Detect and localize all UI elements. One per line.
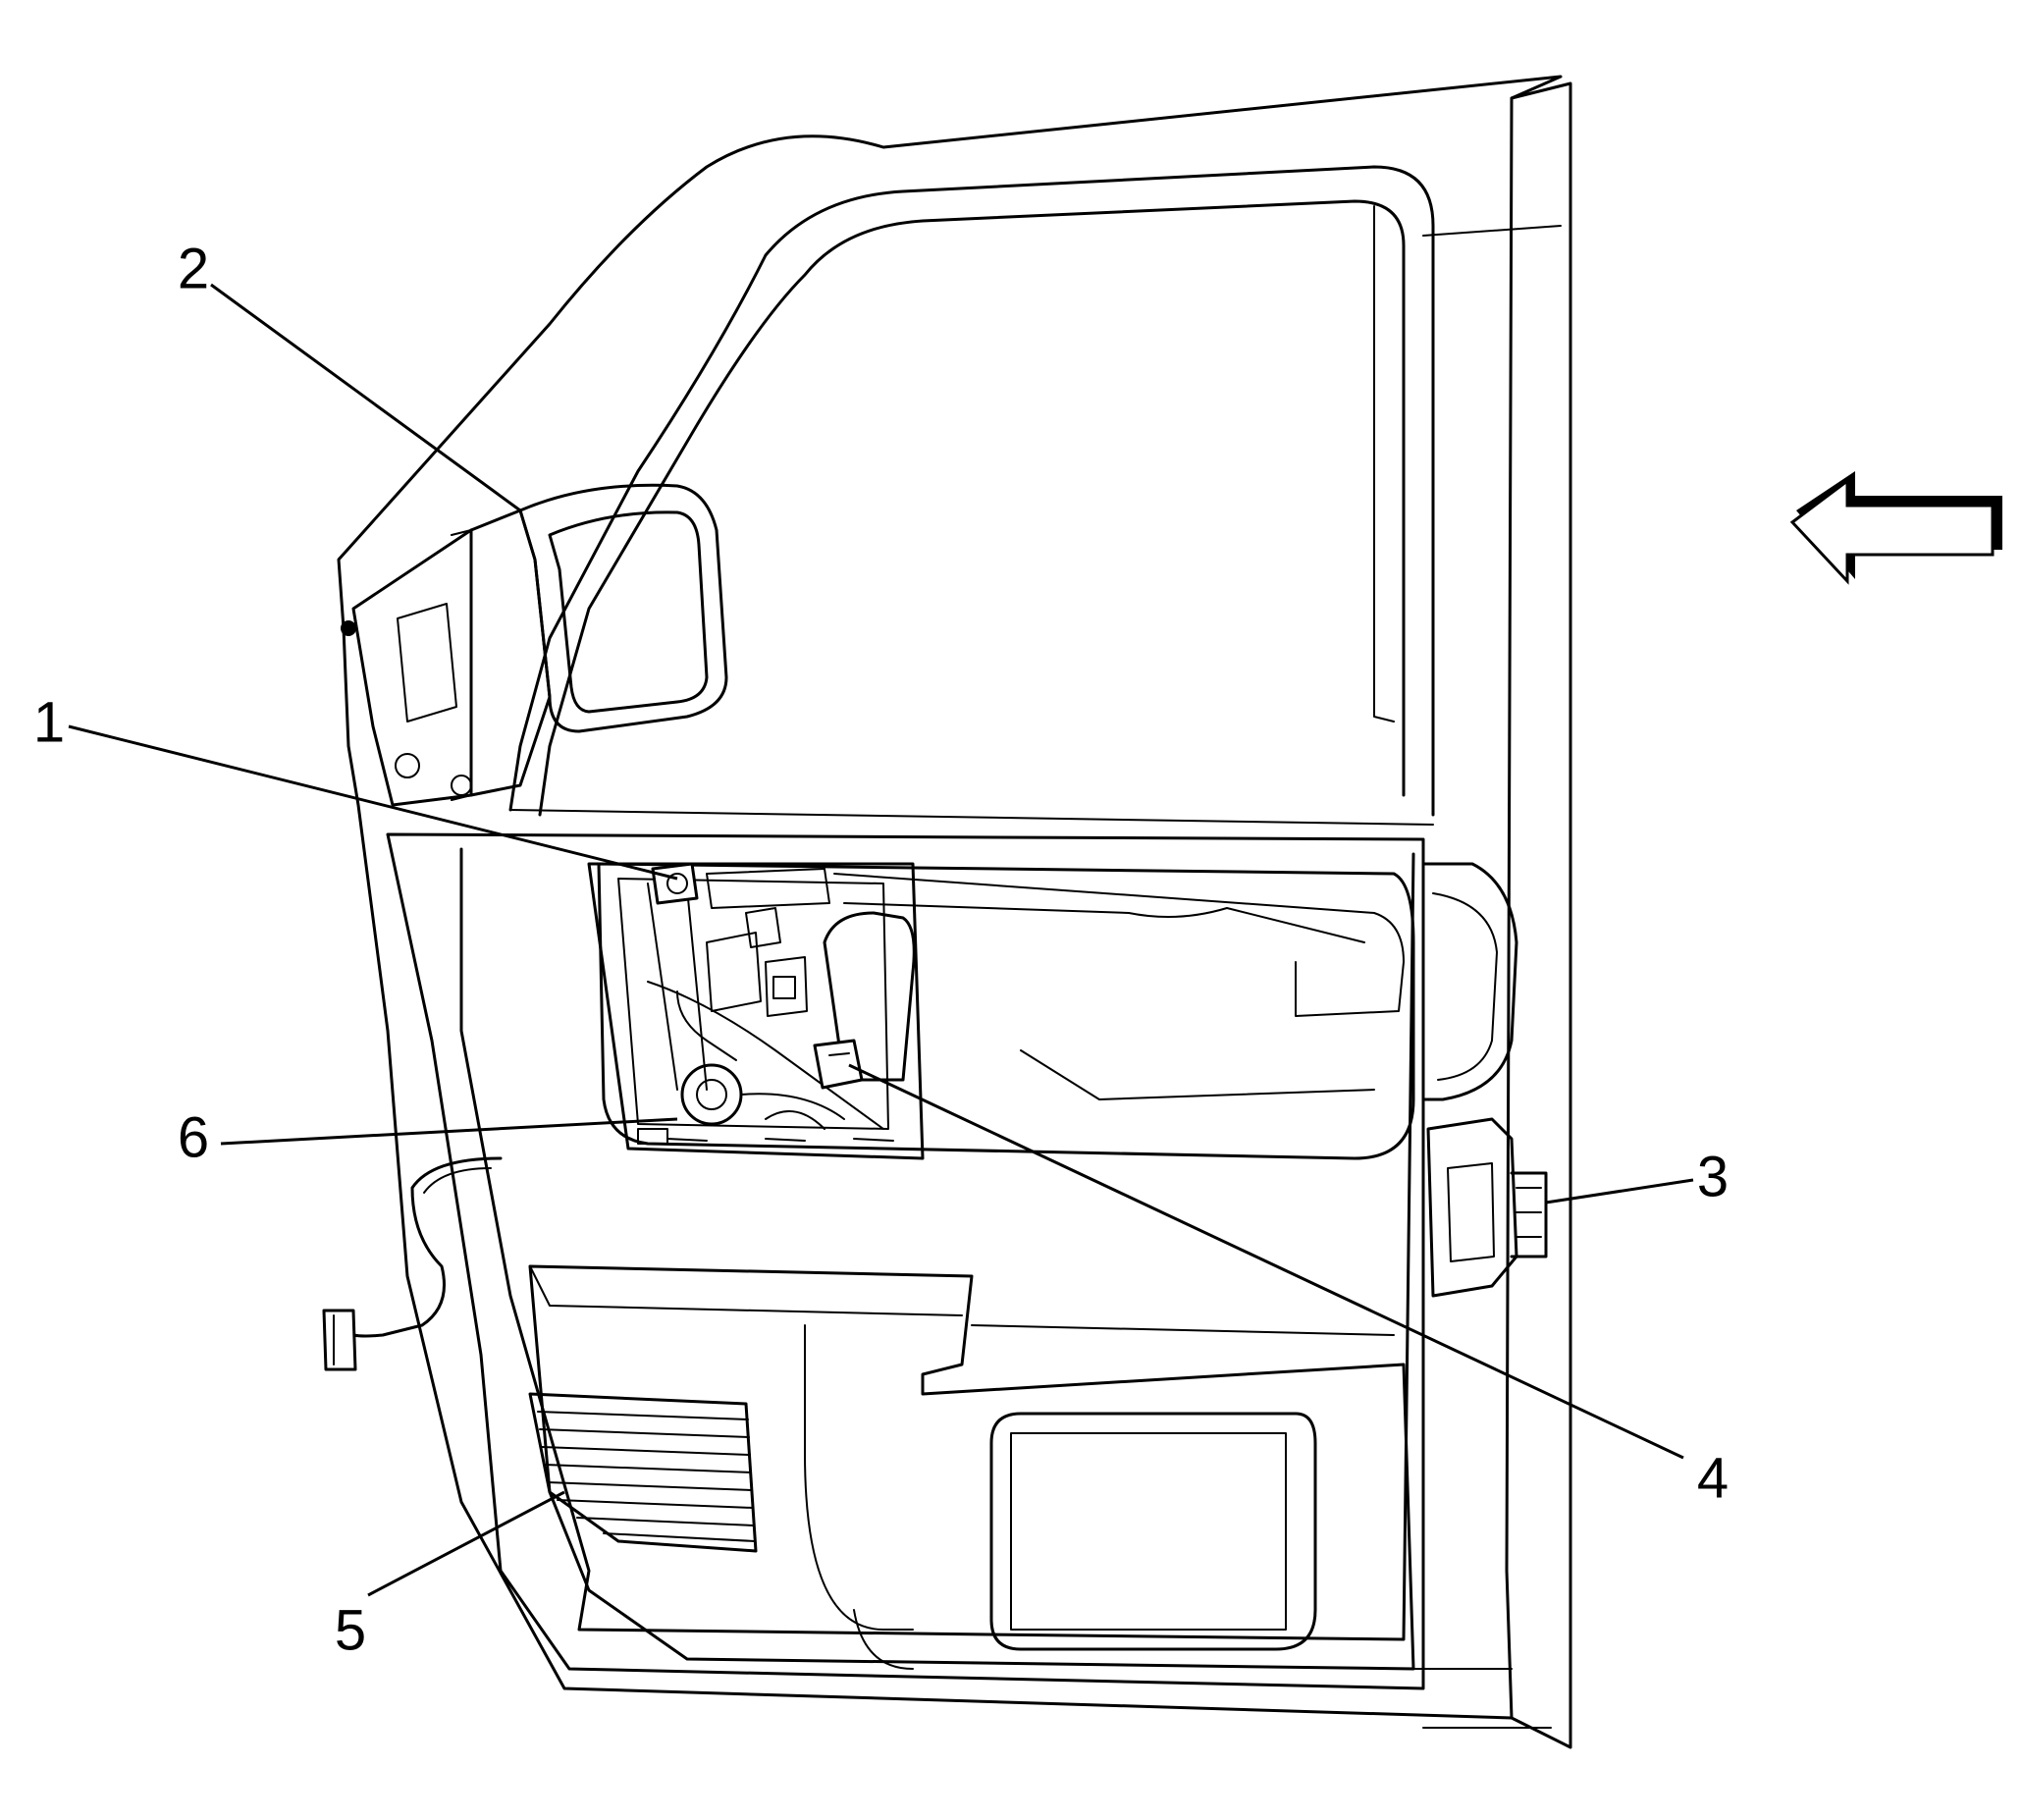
- callout-2: 2: [178, 237, 209, 300]
- callout-labels: 1 2 3 4 5 6: [33, 237, 1729, 1662]
- leader-2: [210, 283, 521, 512]
- window-regulator-module: [587, 862, 925, 1160]
- leader-4: [848, 1063, 1684, 1460]
- wiring-harness: [322, 1156, 503, 1371]
- door-latch: [1421, 862, 1548, 1298]
- leader-5: [367, 1490, 565, 1597]
- leader-3: [1545, 1178, 1694, 1204]
- door-shell: [337, 75, 1572, 1749]
- callout-1: 1: [33, 690, 65, 754]
- callout-5: 5: [335, 1598, 366, 1662]
- leader-1: [68, 724, 678, 881]
- left-arrow-icon: [1789, 471, 2002, 585]
- callout-3: 3: [1697, 1145, 1729, 1208]
- side-mirror: [451, 483, 728, 801]
- speaker-grille: [528, 1392, 758, 1553]
- window-frame: [508, 165, 1435, 826]
- callout-4: 4: [1697, 1446, 1729, 1510]
- leader-6: [220, 1117, 678, 1146]
- leader-lines: [68, 283, 1694, 1597]
- mirror-mount: [341, 528, 473, 807]
- door-trim-panel: [386, 832, 1425, 1690]
- callout-6: 6: [178, 1105, 209, 1169]
